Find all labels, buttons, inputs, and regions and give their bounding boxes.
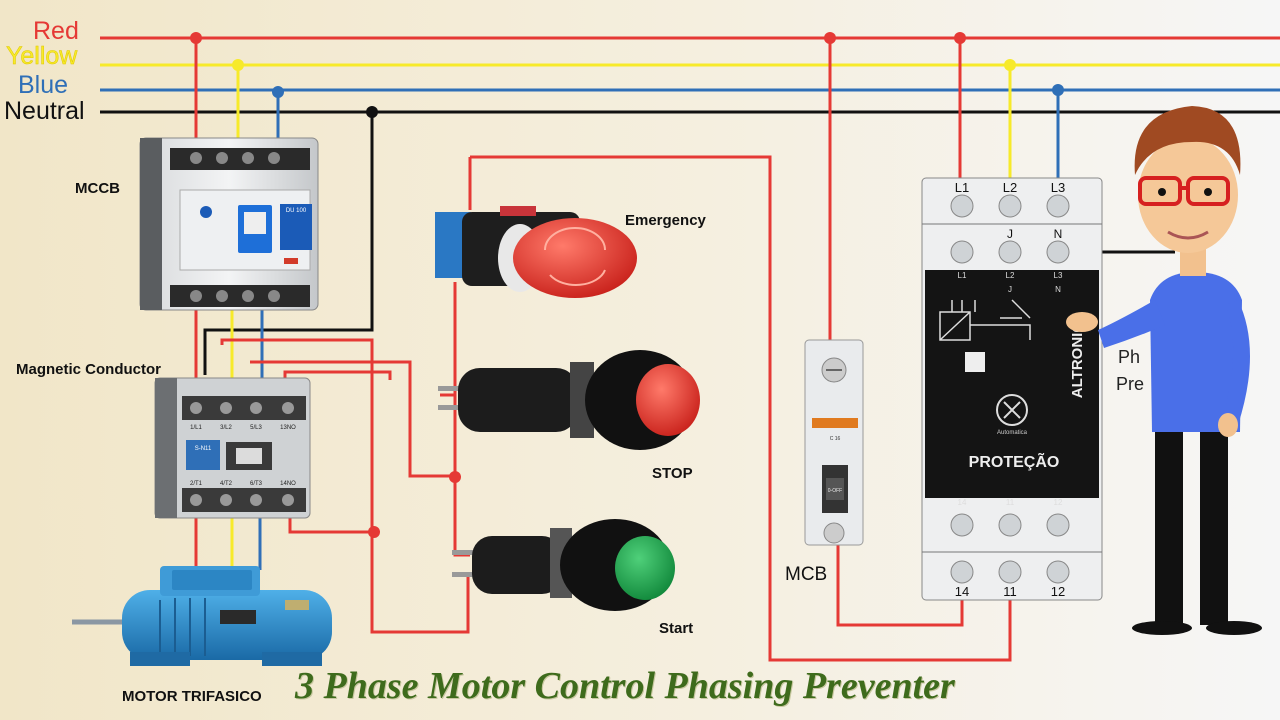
relay-face-n: N: [1055, 285, 1061, 294]
mcb-device: C 16 0-OFF: [804, 339, 864, 546]
wire-mcb-relay: [836, 540, 964, 627]
label-emergency: Emergency: [625, 212, 706, 229]
wire-neutral-coil: [203, 112, 374, 375]
stop-button-device: [438, 350, 700, 450]
wire-control-3: [283, 370, 392, 380]
relay-term-14: 14: [955, 584, 969, 599]
emergency-mushroom-cap: [513, 218, 637, 298]
motor-device: [72, 566, 332, 666]
emergency-button-device: [435, 206, 637, 298]
relay-face-11: 11: [1006, 498, 1015, 507]
relay-face-top-labels: L1 L2 L3 J N: [958, 271, 1063, 294]
contactor-term-4: 4/T2: [220, 481, 233, 487]
contactor-term-3: 3/L2: [220, 425, 232, 431]
stop-cap: [636, 364, 700, 436]
relay-term-l1: L1: [955, 180, 969, 195]
contactor-term-1: 1/L1: [190, 425, 202, 431]
label-yellow: Yellow: [6, 42, 78, 70]
relay-face-l1: L1: [958, 271, 967, 280]
relay-face-14: 14: [958, 498, 967, 507]
relay-product-name: PROTEÇÃO: [969, 451, 1060, 471]
label-neutral: Neutral: [4, 97, 85, 125]
label-stop: STOP: [652, 465, 693, 482]
relay-company: Automatica: [997, 430, 1028, 436]
relay-term-n: N: [1054, 227, 1063, 241]
label-contactor: Magnetic Conductor: [16, 361, 161, 378]
contactor-term-6: 6/T3: [250, 481, 263, 487]
contactor-term-5: 5/L3: [250, 425, 262, 431]
presenter-text-2: Pre: [1116, 374, 1144, 394]
label-motor: MOTOR TRIFASICO: [122, 688, 262, 705]
relay-schematic: [939, 299, 1031, 341]
start-cap: [615, 536, 675, 600]
relay-term-l3: L3: [1051, 180, 1065, 195]
relay-term-j: J: [1007, 227, 1013, 241]
presenter-text-1: Ph: [1118, 347, 1140, 367]
contactor-term-13: 13NO: [280, 425, 296, 431]
relay-top-terminals: L1 L2 L3: [950, 180, 1070, 218]
label-mccb: MCCB: [75, 180, 120, 197]
mcb-switch-label: 0-OFF: [828, 488, 842, 494]
relay-face-j: J: [1008, 285, 1012, 294]
relay-term-l2: L2: [1003, 180, 1017, 195]
wire-relay-11: [470, 155, 1012, 662]
relay-term-11: 11: [1003, 584, 1017, 599]
contactor-device: 1/L1 3/L2 5/L3 13NO 2/T1 4/T2 6/T3 14NO …: [154, 377, 311, 519]
presenter-character: Ph Pre: [1066, 106, 1262, 635]
relay-brand: ALTRONIC: [1069, 322, 1086, 399]
mccb-device: DU 100: [139, 137, 319, 311]
relay-face-l3: L3: [1054, 271, 1063, 280]
relay-face-l2: L2: [1006, 271, 1015, 280]
wire-control-2: [250, 360, 456, 478]
label-mcb: MCB: [785, 564, 828, 585]
relay-face-12: 12: [1054, 498, 1063, 507]
label-red: Red: [33, 17, 79, 45]
junctions: [190, 32, 1064, 538]
contactor-model: S-N11: [195, 446, 212, 452]
relay-second-terminals: J N: [950, 227, 1070, 264]
relay-term-12: 12: [1051, 584, 1065, 599]
relay-bottom-terminals: 14 11 12: [922, 513, 1102, 599]
label-start: Start: [659, 620, 694, 637]
contactor-term-2: 2/T1: [190, 481, 203, 487]
wire-control-1: [220, 338, 470, 634]
mccb-badge: DU 100: [286, 208, 307, 214]
label-blue: Blue: [18, 71, 69, 99]
relay-face-bottom-labels: 14 11 12: [958, 498, 1063, 507]
mcb-rating: C 16: [830, 436, 841, 442]
bus-lines: [100, 36, 1280, 114]
contactor-terminal-labels-top: 1/L1 3/L2 5/L3 13NO: [190, 425, 296, 431]
diagram-title: 3 Phase Motor Control Phasing Preventer: [295, 665, 955, 707]
start-button-device: [452, 519, 675, 611]
contactor-term-14: 14NO: [280, 481, 296, 487]
phase-relay-device: L1 L2 L3 J N L1 L2 L3 J N: [921, 177, 1103, 601]
contactor-terminal-labels-bottom: 2/T1 4/T2 6/T3 14NO: [190, 481, 296, 487]
